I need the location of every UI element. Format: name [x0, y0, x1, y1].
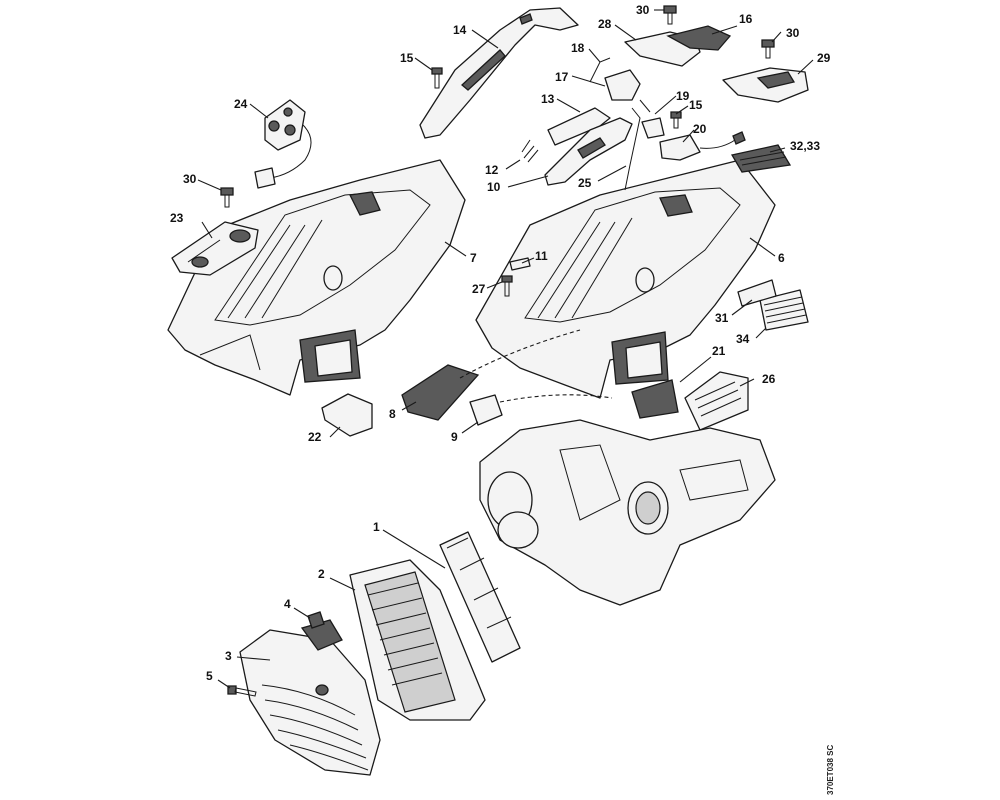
leader-lines — [197, 9, 814, 689]
callout-31: 31 — [715, 311, 729, 325]
label-part — [401, 329, 613, 426]
callout-25: 25 — [578, 176, 592, 190]
callout-1: 1 — [373, 520, 380, 534]
handle-part — [419, 7, 579, 139]
left-shroud-part — [167, 159, 466, 396]
callout-26: 26 — [762, 372, 776, 386]
callout-16: 16 — [739, 12, 753, 26]
right-shroud-part — [475, 159, 776, 399]
control-module-part — [254, 99, 312, 189]
drawing-code: 370ET038 SC — [826, 744, 835, 795]
callout-21: 21 — [712, 344, 726, 358]
callout-22: 22 — [308, 430, 322, 444]
callout-3: 3 — [225, 649, 232, 663]
top-cover-part — [624, 5, 809, 103]
callout-20: 20 — [693, 122, 707, 136]
cover-plate-part — [171, 221, 259, 276]
grille-part — [730, 144, 809, 331]
callout-10: 10 — [487, 180, 501, 194]
callout-2: 2 — [318, 567, 325, 581]
callout-30c: 30 — [183, 172, 197, 186]
callout-27: 27 — [472, 282, 486, 296]
filter-cover-part — [239, 619, 381, 776]
callout-3233: 32,33 — [790, 139, 820, 153]
pre-filter-part — [439, 531, 521, 663]
callout-19: 19 — [676, 89, 690, 103]
screw-part — [431, 67, 443, 89]
callout-8: 8 — [389, 407, 396, 421]
callout-23: 23 — [170, 211, 184, 225]
callout-24: 24 — [234, 97, 248, 111]
callout-4: 4 — [284, 597, 291, 611]
callout-14: 14 — [453, 23, 467, 37]
pin-part — [501, 257, 531, 297]
callout-6: 6 — [778, 251, 785, 265]
callout-5: 5 — [206, 669, 213, 683]
callout-29: 29 — [817, 51, 831, 65]
callout-30a: 30 — [636, 3, 650, 17]
callout-11: 11 — [535, 249, 548, 263]
callout-34: 34 — [736, 332, 750, 346]
screw-part — [220, 187, 234, 208]
air-filter-part — [349, 559, 486, 721]
callout-30b: 30 — [786, 26, 800, 40]
callout-9: 9 — [451, 430, 458, 444]
callout-28: 28 — [598, 17, 612, 31]
callout-15a: 15 — [400, 51, 414, 65]
bracket-part — [321, 371, 749, 437]
callout-18: 18 — [571, 41, 585, 55]
callout-17: 17 — [555, 70, 569, 84]
callout-12: 12 — [485, 163, 499, 177]
callout-7: 7 — [470, 251, 477, 265]
trigger-assembly-part — [521, 107, 633, 186]
switch-part — [659, 111, 746, 161]
callout-15b: 15 — [689, 98, 703, 112]
callout-13: 13 — [541, 92, 555, 106]
crankcase-part — [479, 419, 776, 606]
callout-numbers: 1 2 3 4 5 6 7 8 9 10 11 12 13 14 15 15 1… — [170, 3, 831, 683]
